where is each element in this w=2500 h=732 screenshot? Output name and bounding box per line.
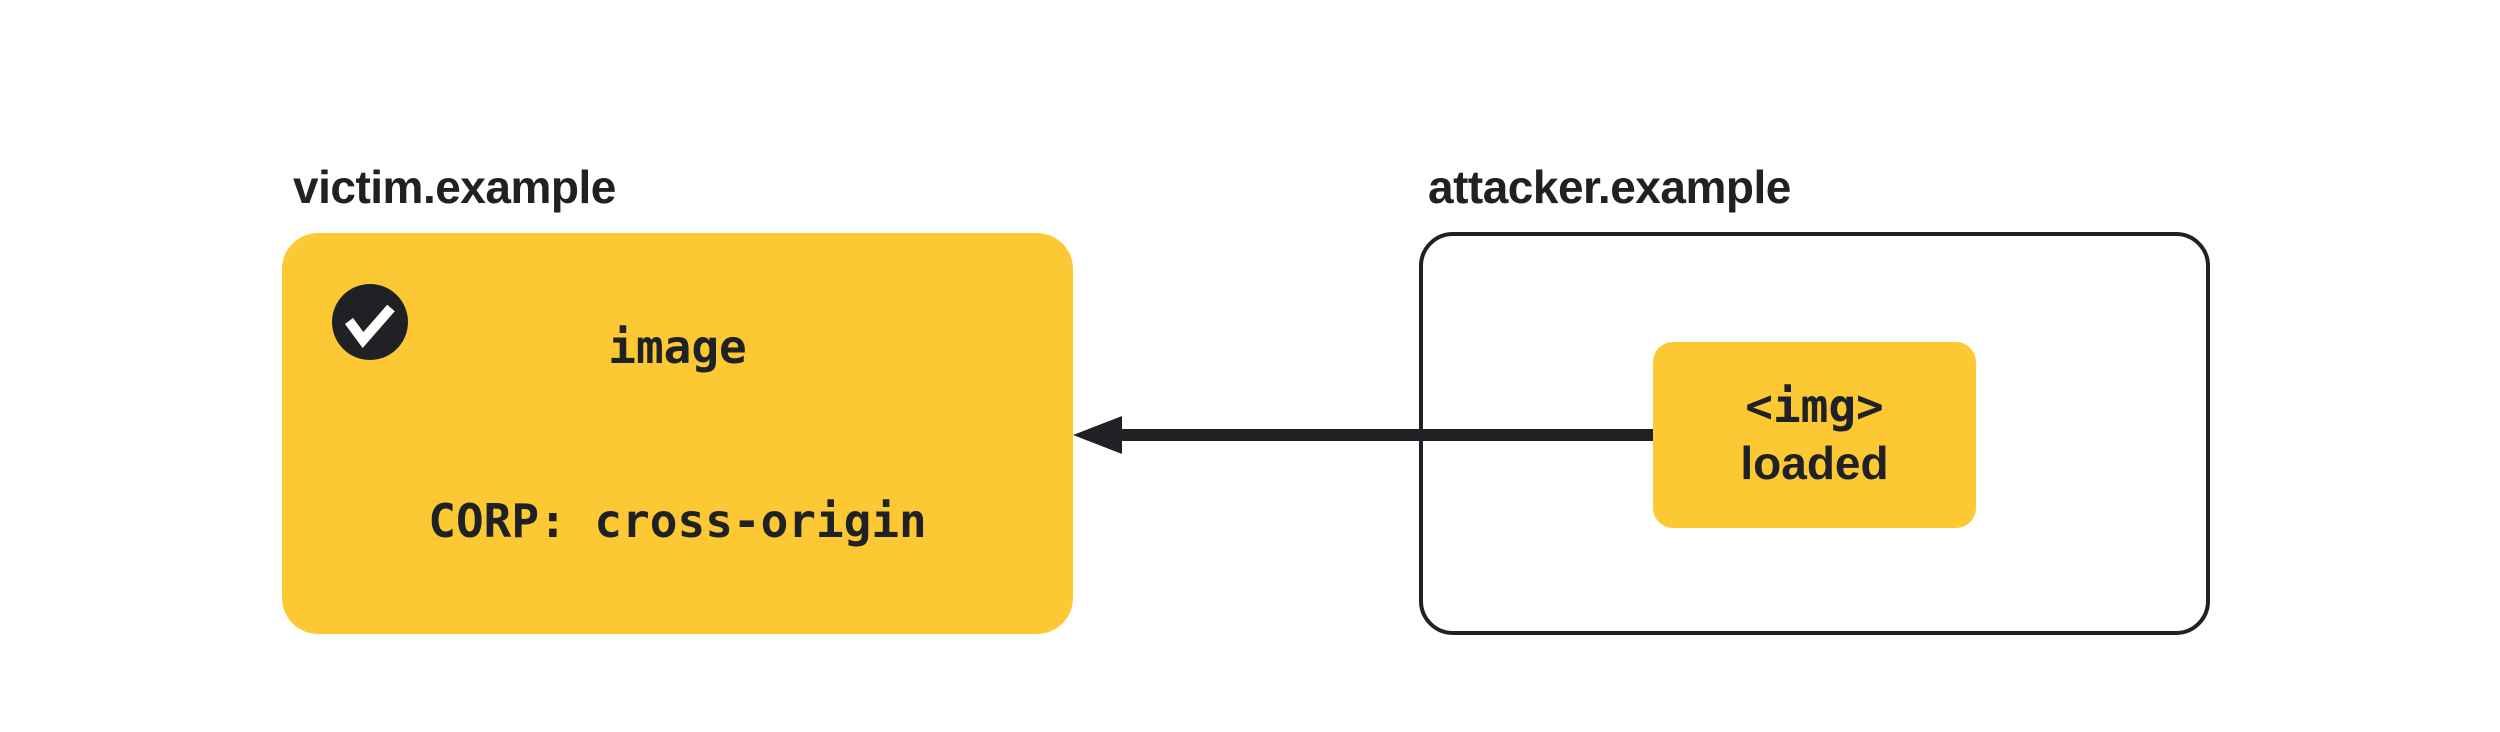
img-tag-text: <img> — [1745, 379, 1884, 433]
victim-resource-text: image CORP: cross-origin — [428, 202, 927, 666]
resource-name-text: image — [608, 319, 747, 374]
check-circle-icon — [332, 284, 408, 360]
victim-domain-label: victim.example — [293, 161, 616, 213]
img-request-chip: <img> loaded — [1653, 342, 1976, 528]
attacker-domain-label: attacker.example — [1428, 161, 1791, 213]
victim-server-box: image CORP: cross-origin — [282, 233, 1073, 634]
attacker-page-box: <img> loaded — [1419, 232, 2210, 635]
img-loaded-text: loaded — [1740, 437, 1889, 489]
corp-header-text: CORP: cross-origin — [428, 493, 927, 548]
request-arrow-icon — [1073, 416, 1653, 454]
